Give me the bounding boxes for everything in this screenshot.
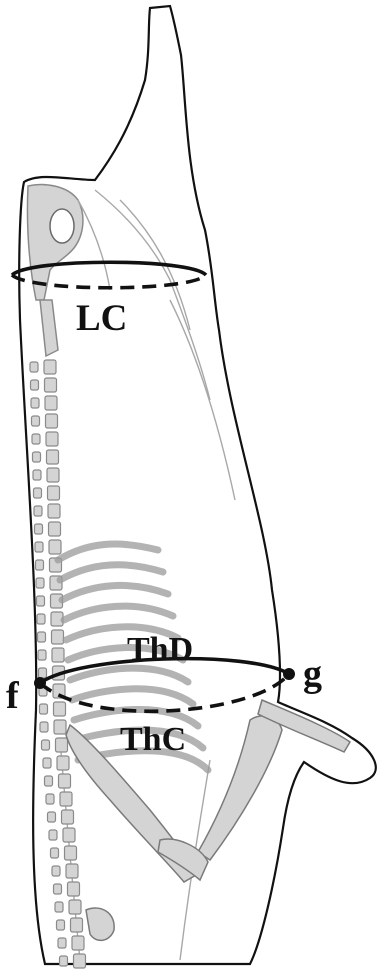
vertebra-process [36, 578, 44, 588]
vertebra-process [31, 398, 39, 408]
label-g: g [303, 655, 322, 693]
point-g [283, 668, 295, 680]
vertebra [49, 522, 61, 536]
vertebra [46, 432, 58, 446]
label-thc: ThC [120, 723, 186, 757]
vertebra [56, 738, 68, 752]
vertebra [65, 846, 77, 860]
vertebra [72, 936, 84, 950]
vertebra-process [33, 452, 41, 462]
vertebra-process [32, 434, 40, 444]
vertebra-process [58, 938, 66, 948]
vertebra [71, 918, 83, 932]
vertebra-process [51, 848, 59, 858]
vertebra-process [39, 668, 47, 678]
vertebra-process [34, 488, 42, 498]
vertebra-process [48, 812, 56, 822]
vertebra-process [45, 776, 53, 786]
vertebra [63, 828, 75, 842]
vertebra [69, 900, 81, 914]
vertebra-process [34, 506, 42, 516]
vertebra-process [37, 614, 45, 624]
vertebra-process [43, 758, 51, 768]
vertebra-process [54, 884, 62, 894]
vertebra-process [57, 920, 65, 930]
vertebra-process [46, 794, 54, 804]
vertebra-process [40, 704, 48, 714]
vertebra-process [31, 380, 39, 390]
vertebra-process [33, 470, 41, 480]
vertebra [52, 630, 64, 644]
vertebra [54, 702, 66, 716]
vertebra [68, 882, 80, 896]
vertebra-process [35, 524, 43, 534]
vertebra-process [60, 956, 68, 966]
vertebra [62, 810, 74, 824]
vertebra-process [52, 866, 60, 876]
vertebra [47, 468, 59, 482]
vertebra-process [40, 722, 48, 732]
vertebra-process [38, 632, 46, 642]
vertebra-process [55, 902, 63, 912]
vertebra [48, 486, 60, 500]
vertebra [59, 774, 71, 788]
label-f: f [6, 677, 19, 715]
vertebra [45, 396, 57, 410]
vertebra-process [37, 596, 45, 606]
vertebra [52, 648, 64, 662]
vertebra-process [49, 830, 57, 840]
vertebra [49, 540, 61, 554]
label-lc: LC [76, 300, 127, 337]
vertebra [45, 378, 57, 392]
vertebra [48, 504, 60, 518]
vertebra [47, 450, 59, 464]
vertebra-process [38, 650, 46, 660]
point-f [34, 677, 46, 689]
vertebra [74, 954, 86, 968]
vertebra [46, 414, 58, 428]
vertebra [60, 792, 72, 806]
vertebra-process [35, 542, 43, 552]
vertebra [44, 360, 56, 374]
vertebra-process [36, 560, 44, 570]
vertebra-process [32, 416, 40, 426]
vertebra-process [30, 362, 38, 372]
label-thd: ThD [127, 633, 193, 667]
vertebra [54, 720, 66, 734]
vertebra-process [42, 740, 50, 750]
vertebra [66, 864, 78, 878]
vertebra [57, 756, 69, 770]
